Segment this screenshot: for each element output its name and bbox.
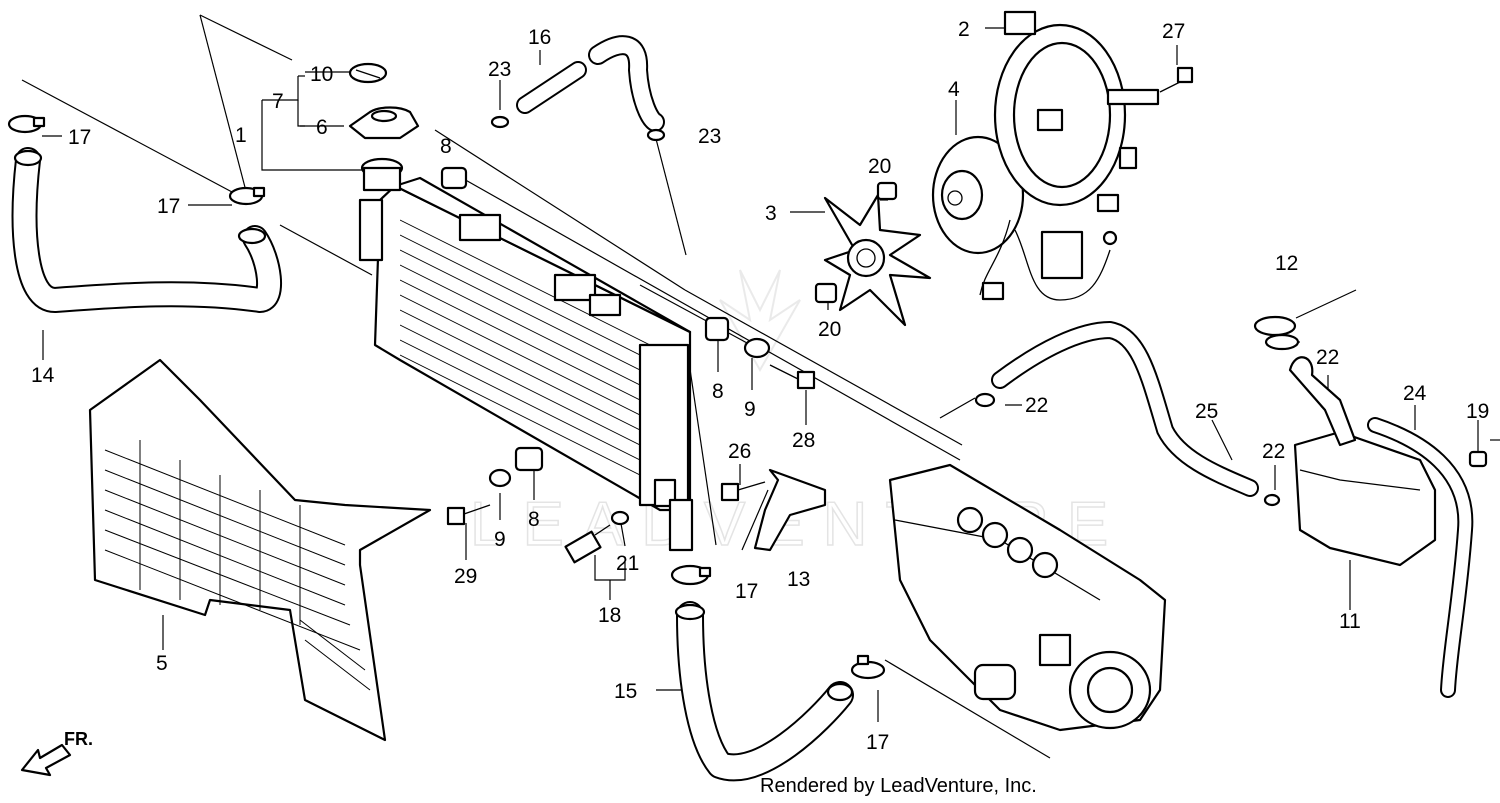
o-ring-21 — [610, 510, 630, 526]
callout-6: 6 — [316, 116, 328, 139]
bolt-28 — [769, 364, 816, 390]
callout-25: 25 — [1195, 400, 1218, 423]
callout-labels: 1 2 3 4 5 6 7 8 8 8 9 9 10 11 12 13 14 1… — [31, 18, 1489, 754]
hose-clamp-17-bottom — [850, 654, 886, 680]
callout-8-mid: 8 — [712, 380, 724, 403]
front-direction-label: FR. — [64, 729, 93, 749]
grommet-8-mid — [704, 316, 730, 342]
callout-19: 19 — [1466, 400, 1489, 423]
callout-17-lower: 17 — [735, 580, 758, 603]
callout-17-left: 17 — [157, 195, 180, 218]
upper-radiator-hose-14 — [11, 147, 283, 313]
collar-9-low — [488, 468, 512, 488]
callout-14: 14 — [31, 364, 55, 387]
callout-10: 10 — [310, 63, 333, 86]
callout-8-low: 8 — [528, 508, 540, 531]
callout-29: 29 — [454, 565, 477, 588]
callout-27: 27 — [1162, 20, 1185, 43]
hose-clamp-17-lower — [670, 564, 712, 586]
callout-20-bottom: 20 — [818, 318, 841, 341]
fan-shroud-2 — [993, 10, 1160, 213]
callout-18: 18 — [598, 604, 621, 627]
cap-seal-10 — [348, 62, 388, 84]
reserve-tank-11 — [1288, 356, 1437, 567]
breather-hose-24 — [1367, 417, 1474, 698]
callout-9-low: 9 — [494, 528, 506, 551]
callout-9-mid: 9 — [744, 398, 756, 421]
cooling-fan-3 — [823, 193, 932, 327]
overflow-hose-25 — [991, 321, 1259, 497]
radiator-shroud-5 — [88, 358, 432, 742]
callout-21: 21 — [616, 552, 639, 575]
render-credit: Rendered by LeadVenture, Inc. — [760, 775, 1037, 797]
callout-23-left: 23 — [488, 58, 511, 81]
fan-motor-4 — [931, 135, 1118, 301]
hose-clamp-17-top — [7, 114, 46, 134]
clip-23-right — [646, 128, 666, 142]
siphon-hose-16 — [516, 35, 665, 132]
thermo-switch-18 — [564, 524, 611, 564]
callout-16: 16 — [528, 26, 551, 49]
callout-22-tank: 22 — [1316, 346, 1339, 369]
clip-19 — [1468, 450, 1488, 468]
grommet-8-top — [440, 166, 468, 190]
hose-clamp-17-left — [228, 186, 266, 206]
collar-9-mid — [743, 337, 771, 359]
callout-5: 5 — [156, 652, 168, 675]
reserve-tank-cap-12 — [1253, 315, 1300, 351]
clip-23-left — [490, 115, 510, 129]
callout-22-right: 22 — [1262, 440, 1285, 463]
callout-3: 3 — [765, 202, 777, 225]
watermark-logo — [719, 269, 801, 373]
front-direction-indicator: FR. — [20, 729, 93, 777]
callout-12: 12 — [1275, 252, 1298, 275]
callout-28: 28 — [792, 429, 815, 452]
callout-7: 7 — [272, 90, 284, 113]
engine-assembly — [888, 463, 1167, 732]
callout-11: 11 — [1339, 610, 1361, 633]
radiator-cap-6 — [348, 106, 420, 140]
callout-22-left: 22 — [1025, 394, 1048, 417]
callout-2: 2 — [958, 18, 970, 41]
callout-17-bottom: 17 — [866, 731, 889, 754]
callout-4: 4 — [948, 78, 960, 101]
bracket-13 — [753, 468, 827, 552]
callout-17-top: 17 — [68, 126, 91, 149]
callout-20-top: 20 — [868, 155, 891, 178]
grommet-8-low — [514, 446, 544, 472]
callout-23-right: 23 — [698, 125, 721, 148]
radiator-1 — [358, 157, 694, 552]
bolt-27 — [1159, 66, 1194, 93]
clip-22-right — [1263, 493, 1281, 507]
callout-26: 26 — [728, 440, 751, 463]
nut-20-bottom — [814, 282, 838, 304]
lower-radiator-hose-15 — [674, 601, 854, 782]
nut-20-top — [876, 181, 898, 201]
callout-8-top: 8 — [440, 135, 452, 158]
clip-22-left — [974, 392, 996, 408]
bolt-26 — [720, 481, 766, 502]
callout-13: 13 — [787, 568, 810, 591]
callout-1: 1 — [235, 124, 247, 147]
callout-15: 15 — [614, 680, 637, 703]
bolt-29 — [446, 504, 491, 526]
callout-24: 24 — [1403, 382, 1427, 405]
